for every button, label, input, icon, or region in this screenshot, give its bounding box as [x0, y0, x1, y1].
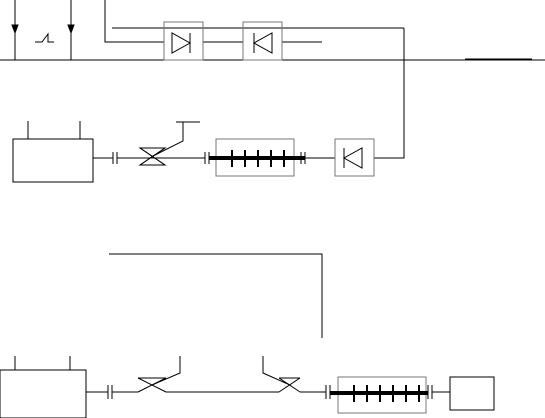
- middle-section: [12, 121, 375, 183]
- bottom-bracket-line: [109, 253, 323, 338]
- filter-1: [209, 138, 305, 177]
- flange-5: [325, 385, 331, 399]
- top-loop-line: [104, 0, 164, 43]
- top-arrow-2: [67, 0, 75, 60]
- tank-1: [12, 121, 94, 183]
- right-drop-line: [374, 28, 405, 159]
- diode-3: [334, 138, 375, 177]
- bottom-section: [0, 253, 495, 418]
- filter-2: [330, 376, 428, 414]
- valve-3: [262, 356, 301, 393]
- valve-2: [137, 356, 181, 393]
- tank-2: [0, 356, 87, 418]
- end-box: [449, 376, 495, 411]
- diode-2: [242, 21, 283, 61]
- valve-1: [138, 121, 200, 166]
- flange-6: [427, 385, 433, 399]
- top-section: [0, 0, 545, 159]
- diode-1: [163, 21, 204, 61]
- top-arrow-1: [11, 0, 19, 60]
- flange-4: [107, 385, 113, 399]
- flange-1: [112, 152, 118, 164]
- flange-2: [204, 152, 210, 164]
- top-signal-icon: [35, 32, 54, 43]
